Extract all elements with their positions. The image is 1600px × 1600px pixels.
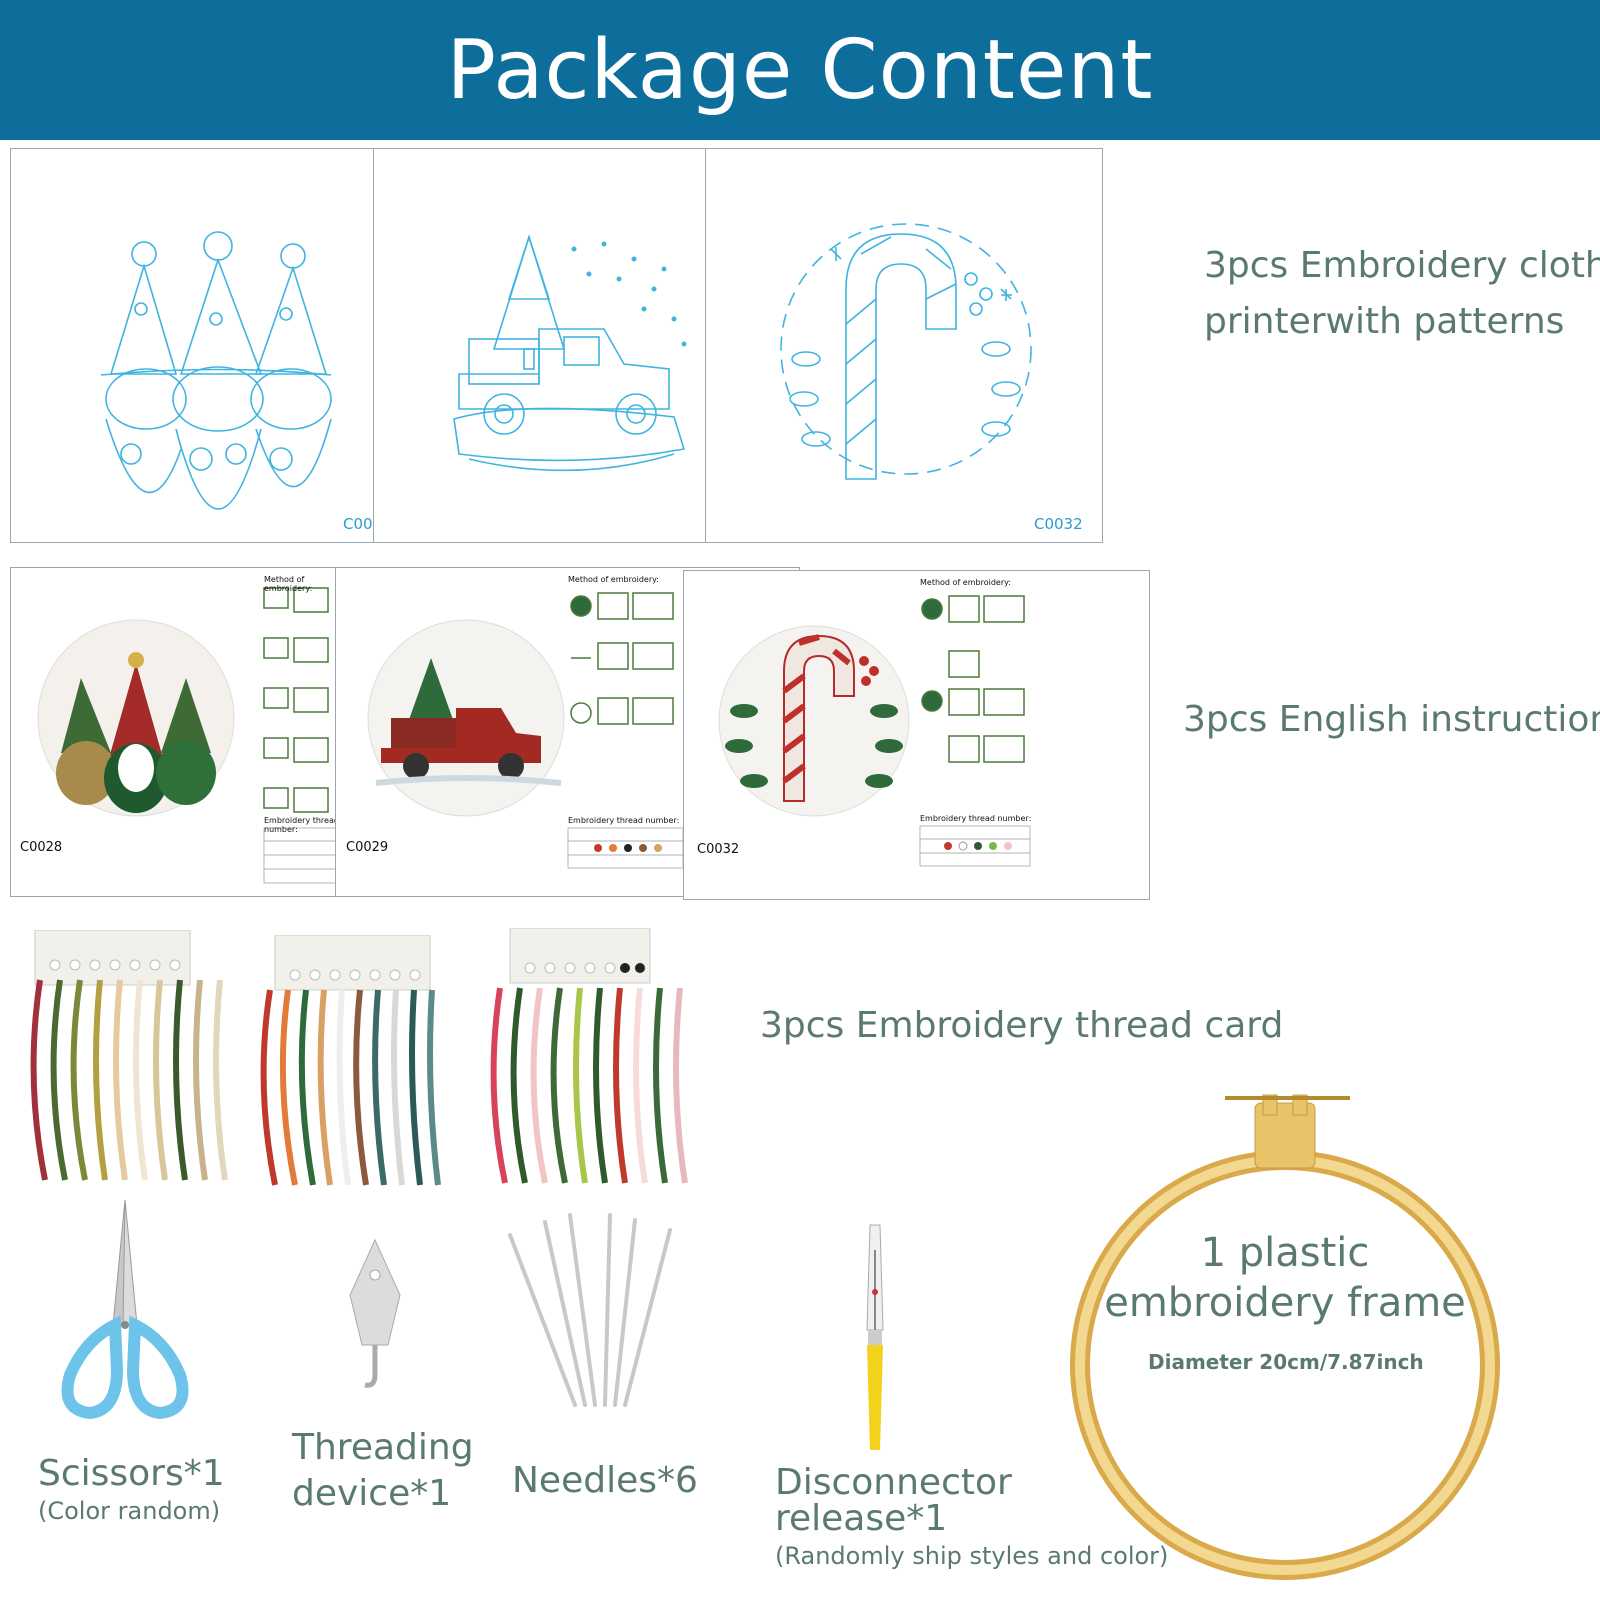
instruction-code: C0029 bbox=[346, 840, 389, 855]
gnomes-embroidery-photo bbox=[37, 587, 355, 884]
truck-pattern-image bbox=[453, 234, 687, 472]
needles-icon bbox=[508, 1213, 672, 1407]
needles-label: Needles*6 bbox=[512, 1460, 698, 1501]
truck-embroidery-photo bbox=[367, 592, 684, 869]
embroidery-hoop-icon bbox=[1070, 1094, 1500, 1580]
cloth-label: 3pcs Embroidery cloth printerwith patter… bbox=[1204, 245, 1600, 342]
threader-label: Threading device*1 bbox=[292, 1427, 474, 1514]
candy-cane-embroidery-photo bbox=[718, 595, 1031, 867]
threader-image bbox=[340, 1235, 410, 1395]
instruction-sheet-gnomes: Method of embroidery: Embroidery thread … bbox=[10, 567, 355, 897]
cloth-panel-gnomes: C002 bbox=[10, 148, 383, 543]
thread-card-truck bbox=[250, 934, 450, 1195]
page-title: Package Content bbox=[446, 22, 1154, 118]
hoop-diameter-note: Diameter 20cm/7.87inch bbox=[1148, 1350, 1424, 1374]
candy-cane-pattern-image bbox=[780, 223, 1032, 480]
instruction-sheet-candy-cane: Method of embroidery: Embroidery thread … bbox=[683, 570, 1150, 900]
scissors-label: Scissors*1 bbox=[38, 1453, 225, 1494]
seam-ripper-label: Disconnector release*1 bbox=[775, 1462, 1012, 1539]
instruction-method-title: Method of embroidery: bbox=[264, 575, 313, 593]
scissors-note: (Color random) bbox=[38, 1497, 221, 1525]
seam-ripper-icon bbox=[866, 1224, 884, 1450]
instruction-thread-title: Embroidery thread number: bbox=[264, 816, 339, 834]
gnomes-pattern-image bbox=[100, 231, 332, 510]
header-banner: Package Content bbox=[0, 0, 1600, 140]
cloth-code: C002 bbox=[343, 515, 383, 533]
instruction-code: C0032 bbox=[697, 842, 740, 857]
thread-card-gnomes bbox=[20, 929, 230, 1190]
cloth-code: C0032 bbox=[1034, 515, 1083, 533]
embroidery-hoop-image bbox=[1050, 1085, 1520, 1585]
thread-card-candy-cane bbox=[485, 927, 700, 1193]
instruction-label: 3pcs English instruction bbox=[1183, 699, 1600, 740]
thread-card-label: 3pcs Embroidery thread card bbox=[760, 1005, 1284, 1046]
instruction-thread-title: Embroidery thread number: bbox=[920, 814, 1032, 823]
instruction-thread-title: Embroidery thread number: bbox=[568, 816, 680, 825]
scissors-image bbox=[55, 1195, 195, 1425]
cloth-panel-candy-cane: C0032 bbox=[705, 148, 1103, 543]
instruction-code: C0028 bbox=[20, 840, 63, 855]
hoop-label: 1 plastic embroidery frame bbox=[1104, 1230, 1466, 1326]
instruction-method-title: Method of embroidery: bbox=[568, 575, 659, 584]
needle-threader-icon bbox=[349, 1238, 401, 1388]
needles-image bbox=[500, 1210, 690, 1420]
instruction-method-title: Method of embroidery: bbox=[920, 578, 1011, 587]
seam-ripper-note: (Randomly ship styles and color) bbox=[775, 1542, 1169, 1570]
scissors-icon bbox=[61, 1199, 189, 1420]
cloth-panel-truck bbox=[373, 148, 713, 543]
seam-ripper-image bbox=[850, 1220, 900, 1460]
